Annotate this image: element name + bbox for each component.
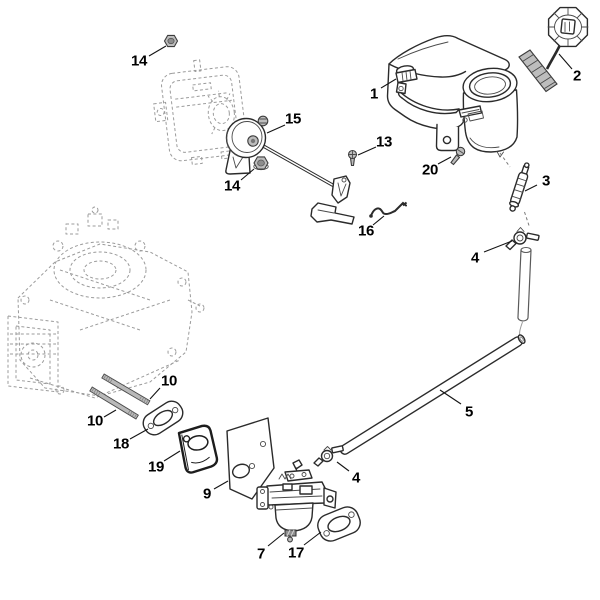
fuel-hose — [339, 334, 526, 455]
callout-18: 18 — [112, 435, 130, 453]
carburetor — [256, 459, 337, 543]
engine-block-ghost — [7, 206, 205, 399]
hose-clip-lower — [313, 445, 344, 467]
tank-cap — [518, 6, 589, 93]
callout-4-upper: 4 — [470, 249, 480, 267]
callout-7: 7 — [256, 545, 266, 563]
callout-19: 19 — [147, 458, 165, 476]
baffle-plate — [226, 417, 275, 500]
callout-2: 2 — [572, 67, 582, 85]
governor-link — [369, 201, 408, 218]
fuel-hose-vertical — [517, 246, 532, 340]
hose-clip-upper — [505, 227, 540, 251]
callout-15: 15 — [284, 110, 302, 128]
fuel-tank — [386, 34, 519, 158]
screw-20 — [450, 146, 466, 166]
callout-10-lower: 10 — [86, 412, 104, 430]
callout-14-top: 14 — [130, 52, 148, 70]
callout-3: 3 — [541, 172, 551, 190]
callout-1: 1 — [369, 85, 379, 103]
callout-4-lower: 4 — [351, 469, 361, 487]
muffler-gasket — [142, 400, 184, 436]
carburetor-gasket — [317, 506, 361, 542]
rod-end-bracket — [310, 175, 355, 225]
callout-14-lower: 14 — [223, 177, 241, 195]
stud-upper — [101, 373, 151, 406]
callout-13: 13 — [375, 133, 393, 151]
callout-20: 20 — [421, 161, 439, 179]
callout-5: 5 — [464, 403, 474, 421]
callout-9: 9 — [202, 485, 212, 503]
callout-16: 16 — [357, 222, 375, 240]
leader-lines — [103, 45, 573, 547]
spacer-flange — [177, 424, 219, 474]
pivot-cover — [225, 115, 337, 189]
suction-head — [499, 152, 530, 228]
callout-17: 17 — [287, 544, 305, 562]
muffler-ghost — [153, 59, 248, 166]
callout-10-upper: 10 — [160, 372, 178, 390]
hex-nut-lower — [253, 156, 269, 171]
stud-lower — [89, 386, 139, 420]
screw-13 — [347, 149, 358, 167]
hex-nut-top — [163, 34, 179, 48]
